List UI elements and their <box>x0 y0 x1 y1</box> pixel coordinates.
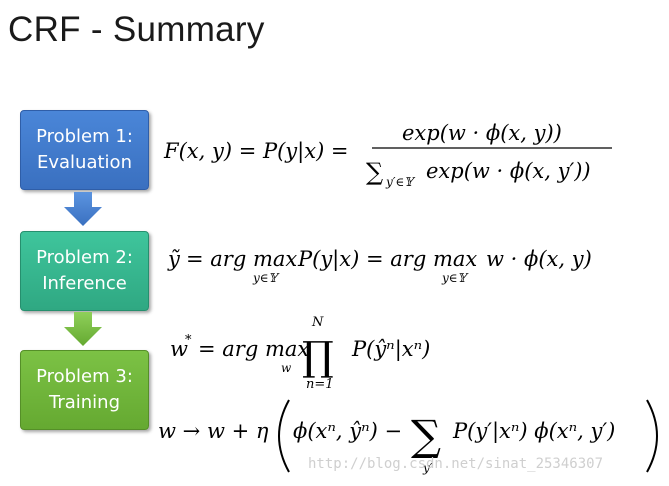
down-arrow-icon <box>64 312 102 346</box>
svg-text:w + η: w + η <box>207 419 269 443</box>
svg-text:exp(w · ϕ(x, y)): exp(w · ϕ(x, y)) <box>402 121 562 145</box>
svg-text:*: * <box>185 333 192 348</box>
problem-3-name: Training <box>48 392 121 413</box>
svg-text:y∈𝕐: y∈𝕐 <box>252 271 280 285</box>
watermark: http://blog.csdn.net/sinat_25346307 <box>308 456 604 472</box>
svg-text:∑: ∑ <box>411 411 441 460</box>
svg-text:= arg max: = arg max <box>366 247 477 271</box>
problem-1-number: Problem 1: <box>36 126 133 147</box>
svg-text:y′∈𝕐: y′∈𝕐 <box>385 175 415 189</box>
problem-2-number: Problem 2: <box>36 247 133 268</box>
svg-text:ϕ(xⁿ, ŷⁿ) −: ϕ(xⁿ, ŷⁿ) − <box>293 419 402 443</box>
svg-text:w →: w → <box>158 419 200 443</box>
problem-1-box: Problem 1: Evaluation <box>20 110 149 190</box>
svg-text:w: w <box>281 361 292 375</box>
svg-text:F(x, y) = P(y|x) =: F(x, y) = P(y|x) = <box>163 139 349 164</box>
svg-text:∑: ∑ <box>366 158 383 186</box>
problem-2-box: Problem 2: Inference <box>20 231 149 311</box>
svg-text:P(y′|xⁿ) ϕ(xⁿ, y′): P(y′|xⁿ) ϕ(xⁿ, y′) <box>452 419 615 444</box>
down-arrow-icon <box>64 192 102 226</box>
evaluation-formula: F(x, y) = P(y|x) = exp(w · ϕ(x, y)) ∑ y′… <box>163 121 612 189</box>
svg-text:n=1: n=1 <box>306 377 334 392</box>
problem-2-name: Inference <box>42 273 127 294</box>
svg-text:y∈𝕐: y∈𝕐 <box>441 271 469 285</box>
svg-text:P(y|x): P(y|x) <box>297 247 359 272</box>
training-update-formula: w → w + η ϕ(xⁿ, ŷⁿ) − ∑ y′ P(y′|xⁿ) ϕ(xⁿ… <box>158 399 658 475</box>
slide-title: CRF - Summary <box>8 10 265 49</box>
svg-text:P(ŷⁿ|xⁿ): P(ŷⁿ|xⁿ) <box>351 337 430 362</box>
svg-text:ỹ: ỹ <box>167 247 181 271</box>
svg-text:w · ϕ(x, y): w · ϕ(x, y) <box>486 247 592 271</box>
training-objective-formula: w * = arg max w N ∏ n=1 P(ŷⁿ|xⁿ) <box>170 315 430 392</box>
svg-text:N: N <box>311 315 324 330</box>
svg-text:= arg max: = arg max <box>198 337 309 361</box>
svg-text:∏: ∏ <box>302 334 334 380</box>
svg-text:= arg max: = arg max <box>186 247 297 271</box>
problem-1-name: Evaluation <box>37 152 132 173</box>
problem-3-box: Problem 3: Training <box>20 350 149 430</box>
inference-formula: ỹ = arg max y∈𝕐 P(y|x) = arg max y∈𝕐 w ·… <box>167 247 592 285</box>
svg-text:w: w <box>170 337 188 361</box>
problem-3-number: Problem 3: <box>36 366 133 387</box>
svg-text:exp(w · ϕ(x, y′)): exp(w · ϕ(x, y′)) <box>426 159 591 183</box>
svg-text:y′: y′ <box>422 461 433 475</box>
